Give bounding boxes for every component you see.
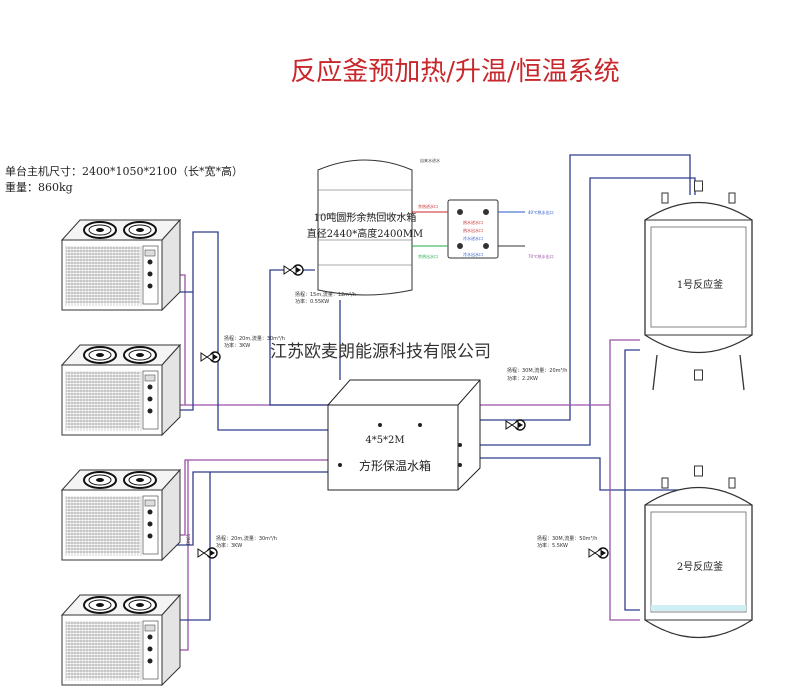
pump-unit-low-spec-1: 扬程：20m,流量：30m³/h [216, 535, 277, 542]
pump-reactor2-spec-1: 扬程：30M,流量：50m³/h [537, 535, 597, 542]
heat-pump-unit [60, 218, 182, 312]
pump-unit-spec-1: 扬程：20m,流量：30m³/h [224, 335, 285, 342]
unit-grille [65, 371, 142, 431]
valve-icon [283, 265, 297, 275]
pipe-reactor1-supply [470, 154, 691, 421]
plate-heat-exchanger: 热水进水口 热水出水口 冷水进水口 冷水出水口 余热进水口 40℃热水出口 余热… [412, 157, 554, 259]
heat-pump-unit [60, 343, 182, 437]
square-tank-dims: 4*5*2M [365, 435, 404, 446]
pump-unit-spec-2: 功率：3KW [224, 342, 250, 349]
reactors [644, 180, 753, 639]
diagram-title: 反应釜预加热/升温/恒温系统 [290, 57, 620, 87]
reactor-vessel [644, 180, 753, 391]
valve-icon [197, 548, 211, 558]
recovery-water-tank: 10吨圆形余热回收水箱 直径2440*高度2400MM [307, 159, 423, 296]
pipe-blue-return-upper [170, 231, 330, 431]
unit-size-spec: 单台主机尺寸：2400*1050*2100（长*宽*高） [5, 164, 243, 178]
exchanger-hot-out: 热水出水口 [463, 227, 483, 233]
unit-grille [65, 246, 142, 306]
exchanger-tr-label: 40℃热水出口 [528, 209, 554, 215]
heat-pump-unit [60, 468, 182, 562]
recovery-tank-size: 直径2440*高度2400MM [307, 227, 423, 240]
unit-grille [65, 496, 142, 556]
exchanger-cold-out: 冷水出水口 [463, 251, 483, 257]
fan-icon [123, 471, 157, 489]
pipe-purple-unit3 [170, 459, 330, 536]
pumps [197, 264, 609, 559]
exchanger-cold-in: 冷水进水口 [463, 235, 483, 241]
heat-pump-unit [60, 593, 182, 686]
pump-reactor2-spec-2: 功率：5.5KW [537, 542, 568, 549]
valve-icon [505, 420, 519, 430]
exchanger-bl-label: 余热出水口 [418, 253, 438, 259]
exchanger-top-label: 自来水进水 [420, 157, 440, 163]
unit-weight-spec: 重量：860kg [5, 180, 73, 194]
company-watermark: 江苏欧麦朗能源科技有限公司 [270, 342, 491, 362]
pump-recovery-spec-2: 功率：0.55KW [295, 298, 329, 305]
pipe-blue-reactor-loop [624, 349, 640, 611]
fan-icon [83, 471, 117, 489]
unit-grille [65, 621, 142, 681]
fan-icon [123, 596, 157, 614]
exchanger-hot-in: 热水进水口 [463, 219, 483, 225]
valve-icon [200, 352, 214, 362]
exchanger-br-label: 70℃热水出口 [528, 253, 554, 259]
square-insulated-tank: 4*5*2M 方形保温水箱 [327, 379, 481, 491]
pump-reactor1-spec-1: 扬程：30M,流量：20m³/h [507, 367, 567, 374]
fan-icon [83, 221, 117, 239]
pipe-size-label: DN65 [186, 533, 191, 545]
pipe-purple-reactor-return [609, 339, 640, 621]
reactor-vessel [644, 465, 753, 639]
fan-icon [123, 221, 157, 239]
recovery-tank-label: 10吨圆形余热回收水箱 [314, 211, 417, 224]
fan-icon [83, 596, 117, 614]
reactor-2-label: 2号反应釜 [677, 560, 723, 573]
square-tank-name: 方形保温水箱 [359, 458, 431, 473]
pump-recovery-spec-1: 扬程：15m,流量：12m³/h [295, 291, 356, 298]
fan-icon [123, 346, 157, 364]
valve-icon [588, 548, 602, 558]
exchanger-tl-label: 余热进水口 [418, 203, 438, 209]
reactor-1-label: 1号反应釜 [677, 278, 723, 291]
heat-pump-units [60, 218, 182, 686]
pipe-reactor2-supply [470, 457, 690, 491]
pump-reactor1-spec-2: 功率：2.2KW [507, 375, 538, 382]
pipe-blue-return-lower [170, 471, 211, 621]
fan-icon [83, 346, 117, 364]
pump-unit-low-spec-2: 功率：3KW [216, 542, 242, 549]
